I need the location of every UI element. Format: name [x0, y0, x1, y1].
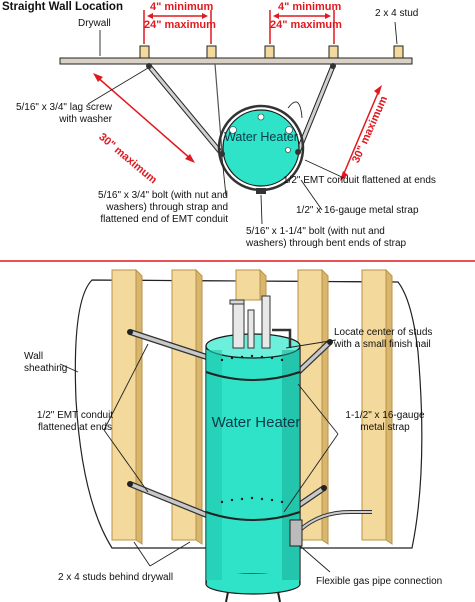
stud	[206, 45, 217, 59]
drywall-label: Drywall	[78, 18, 111, 29]
dim-min-right: 4" minimum	[278, 1, 342, 13]
stud	[264, 45, 275, 59]
studs-behind-label: 2 x 4 studs behind drywall	[58, 572, 174, 583]
heater-top	[222, 109, 300, 187]
conduit-flat-label-3d: 1/2" EMT conduit flattened at ends	[36, 410, 114, 433]
stud	[328, 45, 339, 59]
gas-pipe-label: Flexible gas pipe connection	[316, 576, 443, 587]
bolt-bent-label: 5/16" x 1-1/4" bolt (with nut and washer…	[246, 226, 407, 249]
strap-bolt	[256, 188, 266, 194]
wall-sheathing-label: Wall sheathing	[24, 351, 68, 374]
studs	[111, 268, 393, 545]
stud	[139, 45, 150, 59]
strap-label: 1/2" x 16-gauge metal strap	[296, 205, 419, 216]
heater-fitting	[285, 147, 291, 153]
leader-lines-top	[87, 21, 398, 225]
dim-max-left: 24" maximum	[144, 19, 216, 31]
gas-pipe	[289, 510, 372, 547]
stud-label: 2 x 4 stud	[375, 8, 419, 19]
diagonal-arrows	[93, 73, 382, 181]
dimension-arrows	[147, 13, 331, 19]
strap-dots	[220, 354, 284, 504]
heater-pipes	[229, 295, 292, 349]
conduit-right	[295, 65, 336, 153]
dim-max-right: 24" maximum	[270, 19, 342, 31]
dim-min-left: 4" minimum	[150, 1, 214, 13]
metal-straps	[205, 371, 301, 521]
drywall-board	[59, 57, 413, 65]
conduit-flat-label: 1/2" EMT conduit flattened at ends	[283, 175, 436, 186]
lag-screw	[330, 63, 336, 69]
diagram-title: Straight Wall Location	[2, 1, 123, 13]
heater-label-top: Water Heater	[224, 130, 298, 144]
conduit-bolt	[295, 149, 301, 155]
water-heater-tank	[205, 333, 301, 602]
heater-fitting	[285, 126, 293, 134]
plan-view	[59, 10, 413, 225]
lag-screw-label: 5/16" x 3/4" lag screw with washer	[15, 102, 112, 125]
locate-center-label: Locate center of studs with a small fini…	[334, 327, 433, 350]
leader-lines-bottom	[59, 339, 339, 573]
conduit-left	[147, 64, 224, 156]
conduit-bolt	[219, 151, 225, 157]
dimension-lines	[143, 10, 335, 44]
heater-fitting	[257, 113, 265, 121]
stud	[393, 45, 404, 59]
strap-label-3d: 1-1/2" x 16-gauge metal strap	[345, 410, 425, 433]
heater-fitting	[229, 126, 237, 134]
perspective-view	[59, 268, 423, 602]
heater-label-bottom: Water Heater	[211, 414, 301, 431]
bolt-strap-label: 5/16" x 3/4" bolt (with nut and washers)…	[98, 190, 228, 225]
lag-screw	[146, 63, 152, 69]
